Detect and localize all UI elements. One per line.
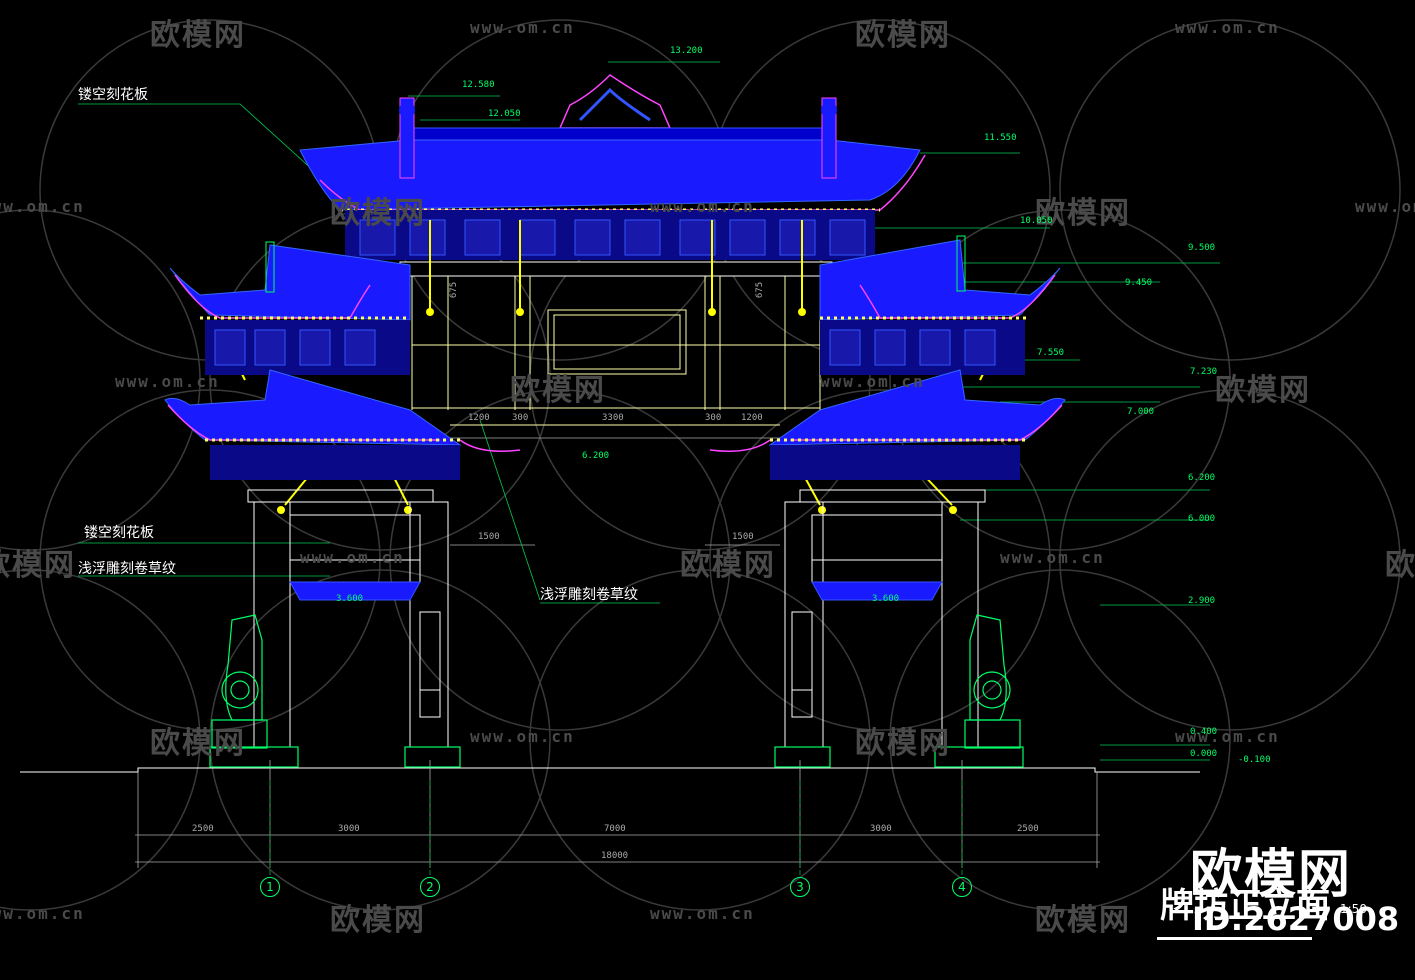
right-upper-roof [819,235,1061,375]
drawing-title: 牌坊正立面 [1160,886,1330,926]
elevation-label: 2.900 [1188,596,1216,606]
dimension-label: 1200 [468,413,490,423]
dimension-label: 2500 [1017,824,1039,834]
watermark-url: www.om.cn [1175,727,1280,746]
dimension-label: 1500 [478,532,500,542]
annotation-relief-scroll-side: 浅浮雕刻卷草纹 [78,561,176,577]
watermark-url: www.om.cn [115,372,220,391]
dimension-total: 18000 [601,851,629,861]
watermark-url: www.om.cn [1175,18,1280,37]
left-lower-roof [164,369,521,503]
watermark-url: www.om.cn [820,372,925,391]
watermark-url: www.om.cn [1355,197,1415,216]
watermark-brand: 欧模网 [0,548,76,583]
elevation-label: 0.400 [1190,727,1218,737]
watermark-brand: 欧模网 [1035,903,1131,938]
watermark-brand: 欧模网 [1035,196,1131,231]
elevation-label: 12.580 [462,80,495,90]
dimension-label: 7000 [604,824,626,834]
watermark-brand: 欧模网 [330,903,426,938]
dimension-label: 3000 [870,824,892,834]
watermark-brand: 欧模网 [855,18,951,53]
ground-line [20,767,1200,773]
axis-marker-3: 3 [790,877,810,897]
watermark-url: www.om.cn [470,18,575,37]
columns [253,501,979,748]
dimension-label: 1500 [732,532,754,542]
dimension-label: 675 [755,281,766,299]
dimension-label: 300 [512,413,529,423]
watermark-url: www.om.cn [0,197,85,216]
watermark-brand: 欧模网 [330,196,426,231]
watermark-brand: 欧模网 [510,373,606,408]
axis-marker-1: 1 [260,877,280,897]
drum-stones [209,614,1024,768]
dimension-label: 300 [705,413,722,423]
watermark-brand: 欧模网 [855,726,951,761]
elevation-label: 6.200 [1188,473,1216,483]
axis-lines [269,780,963,875]
watermark-url: www.om.cn [650,197,755,216]
carved-brackets [289,581,943,601]
upper-frame [399,261,833,426]
elevation-label: 0.000 [1190,749,1218,759]
watermark-url: www.om.cn [0,904,85,923]
elevation-label: 3.600 [336,594,364,604]
annotation-relief-scroll-center: 浅浮雕刻卷草纹 [540,587,638,603]
watermark-brand: 欧模网 [150,726,246,761]
dimension-label: 3300 [602,413,624,423]
watermark-brand: 欧模网 [150,18,246,53]
elevation-label: 6.000 [1188,514,1216,524]
watermark-url: www.om.cn [300,548,405,567]
elevation-label: 3.600 [872,594,900,604]
dimension-lines [135,437,1100,868]
central-roof [299,74,926,260]
elevation-label: 6.200 [582,451,610,461]
elevation-label: 11.550 [984,133,1017,143]
watermark-url: www.om.cn [470,727,575,746]
elevation-label: 7.550 [1037,348,1065,358]
dimension-label: 675 [449,281,460,299]
elevation-label: 7.230 [1190,367,1218,377]
elevation-label: -0.100 [1238,755,1271,765]
id-watermark: ID:2627008 [1192,900,1400,938]
watermark-url: www.om.cn [650,904,755,923]
logo-watermark: 欧模网 [1190,845,1353,905]
watermark-brand: 欧模网 [680,548,776,583]
watermark-url: www.om.cn [1000,548,1105,567]
watermark-brand: 欧模网 [1385,548,1415,583]
elevation-label: 13.200 [670,46,703,56]
elevation-label: 12.050 [488,109,521,119]
dimension-label: 3000 [338,824,360,834]
annotation-carved-panel-side: 镂空刻花板 [84,525,154,541]
annotation-carved-panel-top: 镂空刻花板 [78,87,148,103]
dimension-label: 1200 [741,413,763,423]
elevation-label: 10.050 [1020,216,1053,226]
right-lower-roof [709,369,1066,503]
axis-marker-4: 4 [952,877,972,897]
watermark-circles [0,19,1401,911]
axis-marker-2: 2 [420,877,440,897]
elevation-label: 9.500 [1188,243,1216,253]
elevation-label: 9.450 [1125,278,1153,288]
dimension-label: 2500 [192,824,214,834]
left-upper-roof [169,241,411,375]
elevation-label: 7.000 [1127,407,1155,417]
watermark-brand: 欧模网 [1215,373,1311,408]
title-underline [1157,937,1312,940]
drawing-scale: 1:50 [1340,902,1367,916]
